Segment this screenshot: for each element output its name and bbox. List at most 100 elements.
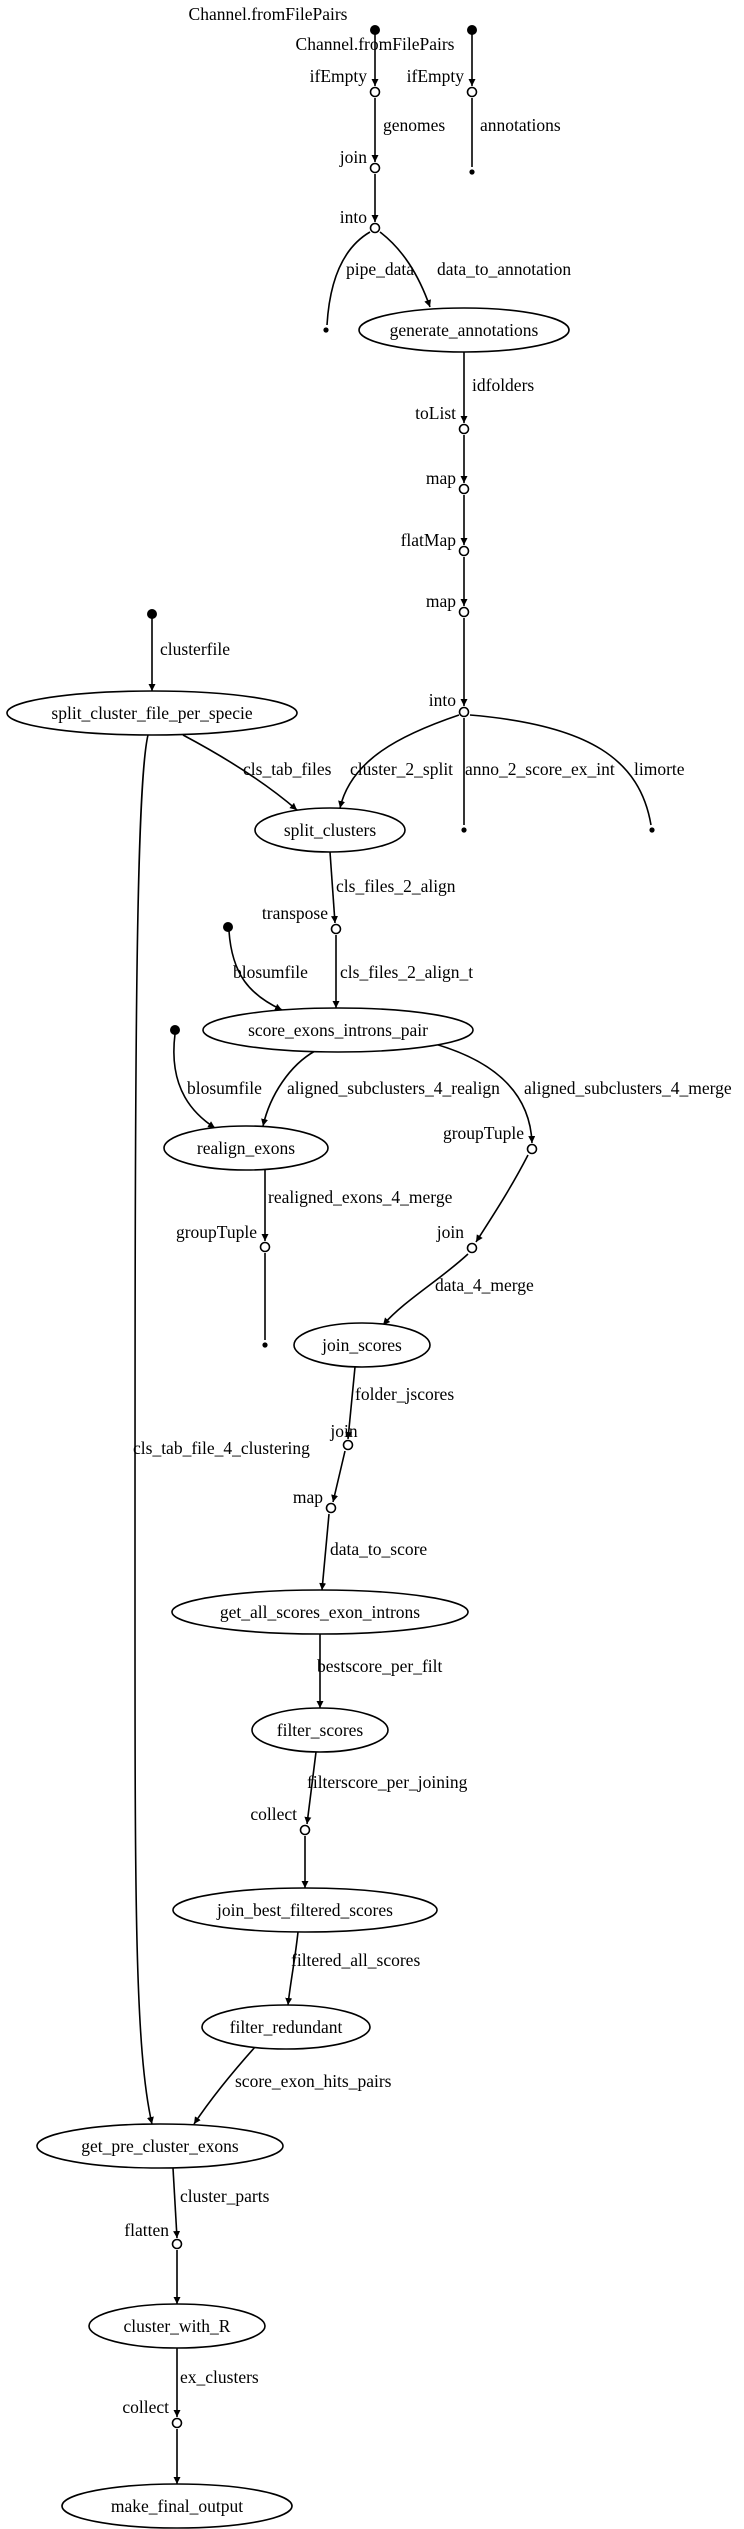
nodes-layer: Channel.fromFilePairs ifEmpty ifEmpty join i… [6,25,655,2529]
operator-node: transpose [262,903,342,935]
operator-node: map [293,1487,337,1514]
process-label: generate_annotations [390,320,539,340]
source-node [467,25,477,35]
operator-circle [171,2238,183,2250]
edge-label: limorte [634,759,685,779]
edge-proc_filter_redundant-to-proc_get_pre_cluster_exons [193,2046,256,2125]
sink-node [469,169,475,175]
process-label: get_all_scores_exon_introns [220,1602,420,1622]
operator-node: into [340,207,381,234]
edge-label: data_to_annotation [437,259,571,279]
operator-circle [458,545,470,557]
process-node: split_cluster_file_per_specie [6,690,298,736]
process-label: split_cluster_file_per_specie [51,703,252,723]
edge-label: cls_tab_file_4_clustering [133,1438,310,1458]
process-ellipse [201,2004,371,2050]
process-ellipse [61,2483,293,2529]
operator-node: flatten [124,2220,183,2250]
edge-label: ex_clusters [180,2367,259,2387]
process-label: filter_scores [277,1720,364,1740]
edge-label: aligned_subclusters_4_merge [524,1078,732,1098]
operator-circle [342,1439,354,1451]
process-ellipse [293,1322,431,1368]
operator-node: toList [415,403,470,435]
sink-node [461,827,467,833]
process-ellipse [171,1589,469,1635]
process-node: get_all_scores_exon_introns [171,1589,469,1635]
edge-op_grouptuple_2-to-op_join_2 [475,1154,529,1243]
operator-label: ifEmpty [407,66,465,86]
process-label: join_best_filtered_scores [216,1900,393,1920]
operator-label: transpose [262,903,328,923]
process-label: join_scores [321,1335,402,1355]
process-node: score_exons_introns_pair [202,1007,474,1053]
process-label: make_final_output [111,2496,243,2516]
diagram-title: Channel.fromFilePairs [189,4,348,24]
operator-circle [458,606,470,618]
edge-label: cluster_parts [180,2186,270,2206]
process-ellipse [251,1707,389,1753]
process-ellipse [202,1007,474,1053]
edge-proc_get_pre_cluster_exons-to-op_flatten [172,2167,181,2239]
source-label: Channel.fromFilePairs [296,34,455,54]
process-ellipse [358,307,570,353]
operator-label: join [339,147,367,167]
operator-circle [330,923,342,935]
sink-node [649,827,655,833]
operator-label: join [436,1222,464,1242]
sink-node [262,1342,268,1348]
process-ellipse [88,2303,266,2349]
process-node: make_final_output [61,2483,293,2529]
edge-op_into_2-to-proc_split_clusters [338,714,460,809]
process-label: split_clusters [284,820,377,840]
operator-node: collect [122,2397,183,2429]
sink-dot [461,827,467,833]
edge-label: cluster_2_split [350,759,453,779]
process-node: join_scores [293,1322,431,1368]
edge-src_blosumfile_1-to-proc_score_exons_introns_pair [228,930,283,1011]
sink-dot [323,327,329,333]
edge-label: blosumfile [187,1078,262,1098]
operator-node: ifEmpty [310,66,381,98]
operator-circle [466,86,478,98]
source-dot [370,25,380,35]
edge-label: blosumfile [233,962,308,982]
operator-circle [458,706,470,718]
sink-dot [262,1342,268,1348]
process-ellipse [254,807,406,853]
operator-label: flatMap [401,530,457,550]
process-ellipse [163,1125,329,1171]
operator-circle [259,1241,271,1253]
sink-dot [649,827,655,833]
operator-node: collect [250,1804,311,1836]
process-ellipse [36,2123,284,2169]
edge-proc_join_scores-to-op_join_3 [345,1366,356,1440]
operator-node: flatMap [401,530,470,557]
process-node: filter_scores [251,1707,389,1753]
operator-circle [458,423,470,435]
edge-label: aligned_subclusters_4_realign [287,1078,500,1098]
operator-circle [171,2417,183,2429]
operator-node: into [429,690,470,718]
edge-label: folder_jscores [355,1384,454,1404]
operator-node: join [436,1222,478,1254]
process-label: filter_redundant [230,2017,343,2037]
source-dot [223,922,233,932]
process-node: filter_redundant [201,2004,371,2050]
edge-op_into_1-to-sink_pipe_data [326,231,371,326]
operator-node: join [329,1421,358,1451]
operator-label: flatten [124,2220,169,2240]
edge-label: score_exon_hits_pairs [235,2071,392,2091]
operator-circle [466,1242,478,1254]
operator-node: groupTuple [176,1222,271,1253]
edge-op_into_1-to-proc_generate_annotations [379,231,431,308]
process-node: join_best_filtered_scores [172,1887,438,1933]
process-label: score_exons_introns_pair [248,1020,428,1040]
edge-proc_score_exons_introns_pair-to-op_grouptuple_2 [434,1043,536,1144]
operator-node: groupTuple [443,1123,538,1155]
operator-circle [369,222,381,234]
edge-label: data_to_score [330,1539,427,1559]
operator-circle [325,1502,337,1514]
process-node: split_clusters [254,807,406,853]
